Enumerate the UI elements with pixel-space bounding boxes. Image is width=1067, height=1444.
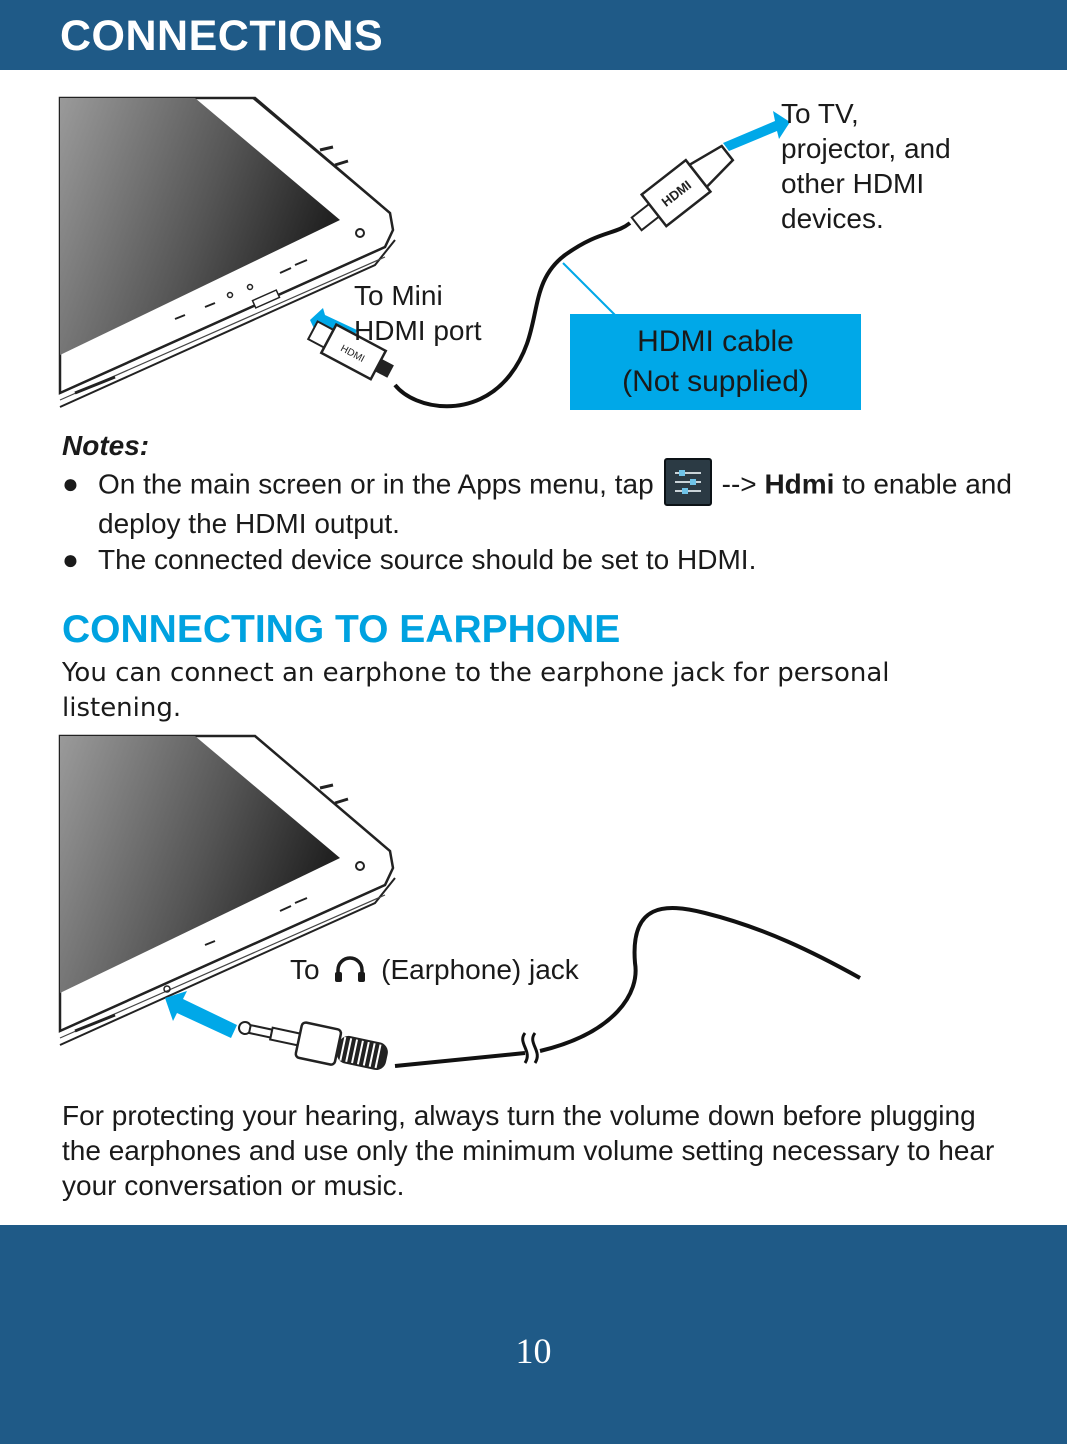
section-intro: You can connect an earphone to the earph… — [62, 658, 890, 723]
section-title: CONNECTING TO EARPHONE — [62, 608, 621, 651]
bullet: ● — [62, 544, 79, 575]
header-bar: CONNECTIONS — [0, 0, 1067, 70]
to-mini-hdmi-label: To Mini HDMI port — [354, 280, 482, 346]
hearing-warning: For protecting your hearing, always turn… — [62, 1100, 995, 1201]
footer-bar — [0, 1225, 1067, 1444]
settings-sliders-icon[interactable] — [663, 458, 712, 506]
note-item: ● On the main screen or in the Apps menu… — [62, 458, 1022, 541]
hdmi-illustration: HDMI HDMI — [58, 96, 790, 409]
note-item: ● The connected device source should be … — [62, 544, 757, 575]
bullet: ● — [62, 468, 79, 499]
earphone-illustration — [58, 734, 861, 1070]
notes-list: ● On the main screen or in the Apps menu… — [62, 458, 1022, 578]
page-number: 10 — [515, 1331, 552, 1371]
to-tv-label: To TV, projector, and other HDMI devices… — [781, 98, 951, 234]
headphone-icon — [335, 956, 366, 982]
hdmi-setting-name: Hdmi — [764, 468, 835, 500]
page-title: CONNECTIONS — [60, 12, 384, 60]
earphone-jack-label: To (Earphone) jack — [290, 954, 579, 985]
notes-title: Notes: — [62, 430, 150, 461]
hdmi-cable-callout: HDMI cable (Not supplied) — [570, 314, 861, 410]
